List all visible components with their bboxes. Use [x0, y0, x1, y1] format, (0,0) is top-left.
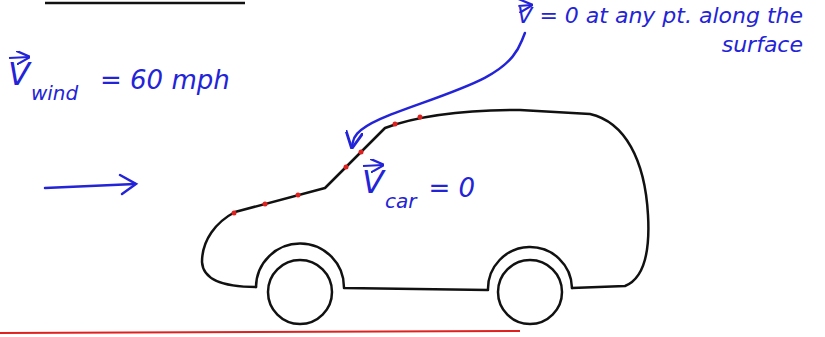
leader-arrow [352, 33, 525, 147]
wind-arrow [45, 175, 136, 194]
underline [45, 2, 245, 5]
vector-arrow [9, 57, 29, 58]
front-wheel [268, 260, 332, 324]
rear-wheel [498, 260, 562, 324]
vector-symbol: V [8, 54, 30, 96]
vector-symbol: V [362, 162, 384, 204]
equation-value: = 0 [428, 172, 475, 206]
subscript: wind [31, 80, 78, 106]
subscript: car [385, 188, 416, 214]
vector-arrow [518, 5, 531, 6]
callout-note: V = 0 at any pt. along the surface [481, 2, 803, 59]
vector-arrow [363, 165, 383, 166]
surface-dots [232, 115, 423, 216]
red-line [0, 331, 520, 333]
car-body [202, 110, 648, 288]
equation-value: = 60 mph [100, 64, 230, 98]
wheel-arches [256, 243, 572, 290]
